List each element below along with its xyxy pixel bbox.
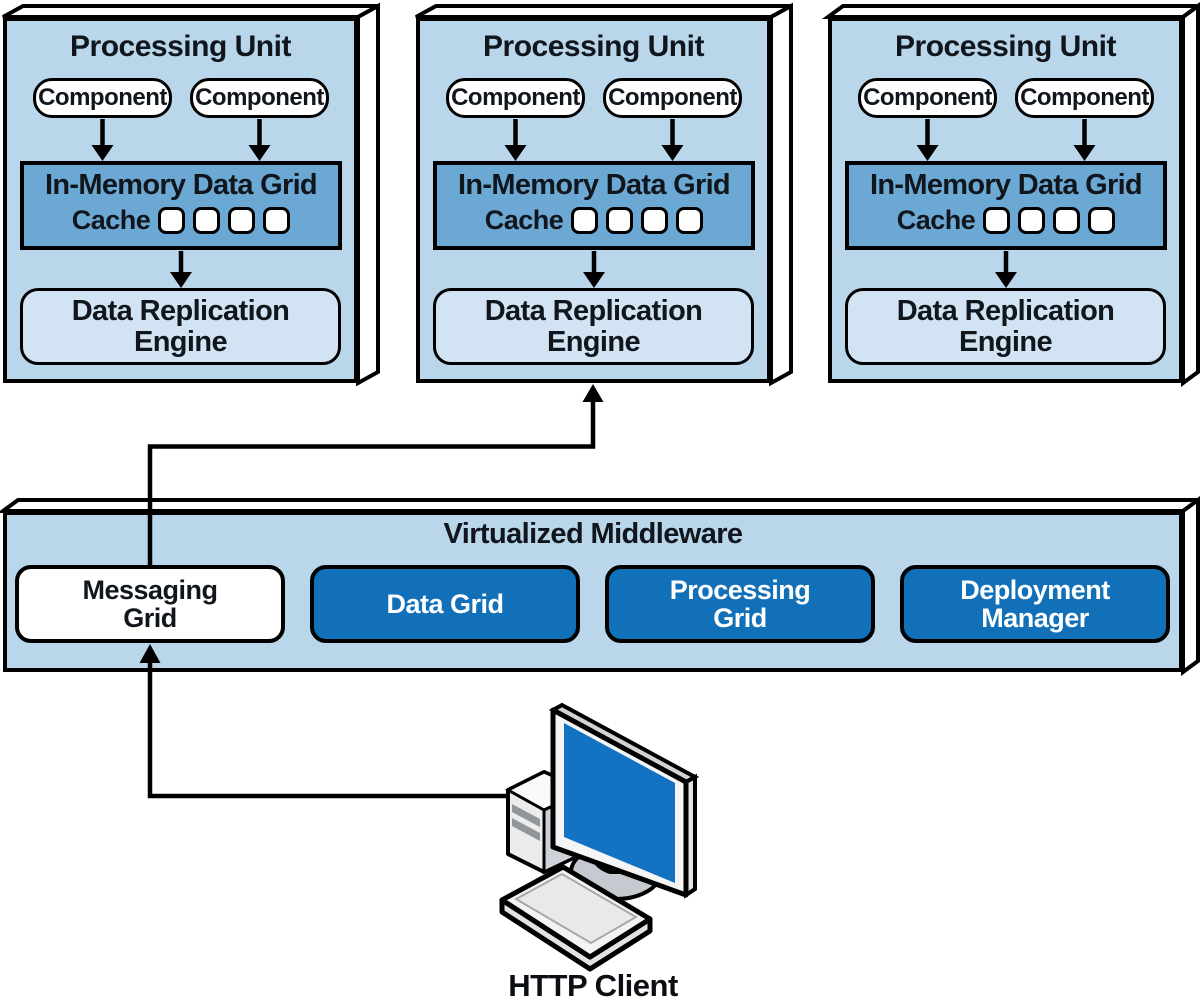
cache-row: Cache	[849, 205, 1163, 236]
processing-unit-3d-frame-1	[2, 2, 380, 387]
cache-row: Cache	[437, 205, 751, 236]
processing-grid-label: Processing Grid	[669, 574, 811, 633]
imdg-title: In-Memory Data Grid	[45, 169, 318, 201]
in-memory-data-grid: In-Memory Data Grid Cache	[20, 161, 342, 250]
cache-slots	[158, 207, 291, 234]
processing-unit-1: Processing Unit Component Component In-M…	[3, 17, 358, 383]
cache-slot	[676, 207, 704, 234]
cache-label: Cache	[71, 205, 151, 235]
monitor-screen	[564, 723, 675, 883]
processing-unit-title: Processing Unit	[895, 30, 1116, 63]
dre-label: Data Replication Engine	[71, 295, 290, 358]
cache-slot	[606, 207, 634, 234]
cache-label: Cache	[896, 205, 976, 235]
deployment-manager-label: Deployment Manager	[960, 574, 1110, 633]
component-box: Component	[190, 78, 329, 118]
processing-unit-title: Processing Unit	[70, 30, 291, 63]
component-box: Component	[446, 78, 585, 118]
cache-slot	[193, 207, 221, 234]
cache-slot	[1053, 207, 1081, 234]
processing-unit-3d-frame-2	[415, 2, 793, 387]
messaging-grid-label: Messaging Grid	[82, 574, 218, 633]
component-box: Component	[603, 78, 742, 118]
imdg-title: In-Memory Data Grid	[458, 169, 731, 201]
http-client-label: HTTP Client	[508, 968, 678, 1003]
middleware-title: Virtualized Middleware	[443, 518, 744, 550]
cache-slot	[571, 207, 599, 234]
cache-slot	[983, 207, 1011, 234]
cache-slot	[641, 207, 669, 234]
deployment-manager-box: Deployment Manager	[900, 565, 1170, 643]
imdg-title: In-Memory Data Grid	[870, 169, 1143, 201]
data-grid-box: Data Grid	[310, 565, 580, 643]
component-box: Component	[1015, 78, 1154, 118]
data-replication-engine: Data Replication Engine	[433, 288, 754, 365]
keyboard	[499, 864, 653, 972]
in-memory-data-grid: In-Memory Data Grid Cache	[845, 161, 1167, 250]
dre-label: Data Replication Engine	[484, 295, 703, 358]
data-grid-label: Data Grid	[386, 588, 504, 619]
data-replication-engine: Data Replication Engine	[845, 288, 1166, 365]
cache-slots	[983, 207, 1116, 234]
data-replication-engine: Data Replication Engine	[20, 288, 341, 365]
cache-slots	[571, 207, 704, 234]
component-box: Component	[858, 78, 997, 118]
processing-unit-3: Processing Unit Component Component In-M…	[828, 17, 1183, 383]
cache-slot	[1088, 207, 1116, 234]
cache-slot	[1018, 207, 1046, 234]
virtualized-middleware: Virtualized Middleware Messaging Grid Da…	[3, 511, 1183, 672]
cache-slot	[228, 207, 256, 234]
monitor	[548, 702, 700, 899]
cache-slot	[263, 207, 291, 234]
cache-label: Cache	[484, 205, 564, 235]
processing-unit-title: Processing Unit	[483, 30, 704, 63]
http-client-computer-icon	[499, 702, 700, 972]
processing-grid-box: Processing Grid	[605, 565, 875, 643]
processing-unit-2: Processing Unit Component Component In-M…	[416, 17, 771, 383]
messaging-grid-box: Messaging Grid	[15, 565, 285, 643]
in-memory-data-grid: In-Memory Data Grid Cache	[433, 161, 755, 250]
dre-label: Data Replication Engine	[896, 295, 1115, 358]
cache-row: Cache	[24, 205, 338, 236]
cache-slot	[158, 207, 186, 234]
component-box: Component	[33, 78, 172, 118]
